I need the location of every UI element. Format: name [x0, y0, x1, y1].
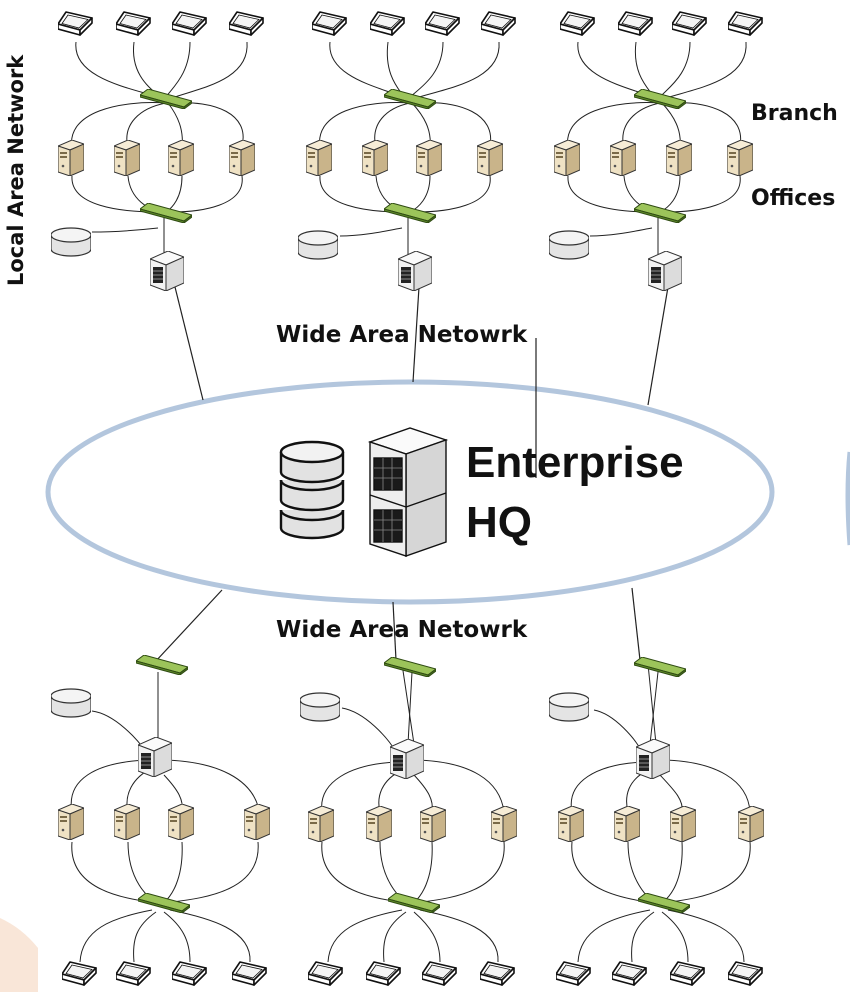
laptop-icon	[308, 961, 343, 986]
server-tower-icon	[477, 140, 503, 176]
enterprise-hq	[279, 427, 449, 557]
laptop-icon	[58, 11, 93, 36]
lan-bottom-2	[300, 657, 517, 986]
laptop-icon	[312, 11, 347, 36]
lan-top-2	[298, 11, 516, 291]
storage-disk-icon	[51, 227, 91, 257]
laptop-icon	[672, 11, 707, 36]
hq-title-line2: HQ	[466, 498, 532, 547]
laptop-icon	[480, 961, 515, 986]
server-tower-icon	[610, 140, 636, 176]
network-switch-icon	[384, 657, 436, 677]
decorative-smudge	[0, 918, 38, 992]
server-tower-icon	[491, 806, 517, 842]
storage-disk-icon	[300, 692, 340, 722]
server-tower-icon	[114, 140, 140, 176]
database-icon	[279, 440, 345, 540]
server-tower-icon	[306, 140, 332, 176]
laptop-icon	[481, 11, 516, 36]
storage-disk-icon	[549, 230, 589, 260]
server-tower-icon	[727, 140, 753, 176]
network-switch-icon	[388, 893, 440, 913]
network-switch-icon	[634, 657, 686, 677]
laptop-icon	[612, 961, 647, 986]
lan-bottom-3	[549, 657, 764, 986]
laptop-icon	[560, 11, 595, 36]
branch-offices-label-line1: Branch	[751, 101, 838, 126]
router-icon	[636, 739, 670, 779]
laptop-icon	[172, 961, 207, 986]
server-tower-icon	[244, 804, 270, 840]
server-tower-icon	[666, 140, 692, 176]
laptop-icon	[728, 11, 763, 36]
laptop-icon	[370, 11, 405, 36]
laptop-icon	[425, 11, 460, 36]
network-switch-icon	[634, 89, 686, 109]
server-tower-icon	[738, 806, 764, 842]
laptop-icon	[422, 961, 457, 986]
server-tower-icon	[58, 140, 84, 176]
server-tower-icon	[416, 140, 442, 176]
wan-label-bottom: Wide Area Netowrk	[276, 617, 528, 643]
laptop-icon	[116, 961, 151, 986]
laptop-icon	[229, 11, 264, 36]
server-tower-icon	[420, 806, 446, 842]
server-tower-icon	[362, 140, 388, 176]
server-tower-icon	[558, 806, 584, 842]
router-icon	[138, 737, 172, 777]
server-tower-icon	[229, 140, 255, 176]
wan-label-top: Wide Area Netowrk	[276, 322, 528, 348]
server-tower-icon	[168, 140, 194, 176]
laptop-icon	[670, 961, 705, 986]
lan-top-3	[549, 11, 763, 291]
network-switch-icon	[140, 89, 192, 109]
laptop-icon	[366, 961, 401, 986]
router-icon	[648, 251, 682, 291]
router-icon	[390, 739, 424, 779]
server-tower-icon	[168, 804, 194, 840]
network-switch-icon	[136, 655, 188, 675]
network-switch-icon	[634, 203, 686, 223]
lan-label: Local Area Network	[4, 54, 28, 286]
storage-disk-icon	[298, 230, 338, 260]
network-switch-icon	[384, 89, 436, 109]
wan-ring	[45, 379, 775, 605]
server-tower-icon	[58, 804, 84, 840]
network-switch-icon	[638, 893, 690, 913]
server-tower-icon	[554, 140, 580, 176]
router-icon	[398, 251, 432, 291]
server-tower-icon	[308, 806, 334, 842]
server-tower-icon	[366, 806, 392, 842]
lan-top-1	[51, 11, 264, 291]
wan-links	[154, 286, 669, 663]
storage-disk-icon	[51, 688, 91, 718]
datacenter-rack-icon	[367, 427, 449, 557]
storage-disk-icon	[549, 692, 589, 722]
laptop-icon	[172, 11, 207, 36]
branch-offices-label-line2: Offices	[751, 186, 836, 211]
network-switch-icon	[140, 203, 192, 223]
server-tower-icon	[614, 806, 640, 842]
network-switch-icon	[384, 203, 436, 223]
laptop-icon	[728, 961, 763, 986]
laptop-icon	[116, 11, 151, 36]
server-tower-icon	[670, 806, 696, 842]
router-icon	[150, 251, 184, 291]
laptop-icon	[232, 961, 267, 986]
laptop-icon	[618, 11, 653, 36]
laptop-icon	[556, 961, 591, 986]
network-switch-icon	[138, 893, 190, 913]
laptop-icon	[62, 961, 97, 986]
hq-title-line1: Enterprise	[466, 438, 684, 487]
ring-fragment	[845, 451, 850, 546]
server-tower-icon	[114, 804, 140, 840]
lan-bottom-1	[51, 655, 270, 986]
